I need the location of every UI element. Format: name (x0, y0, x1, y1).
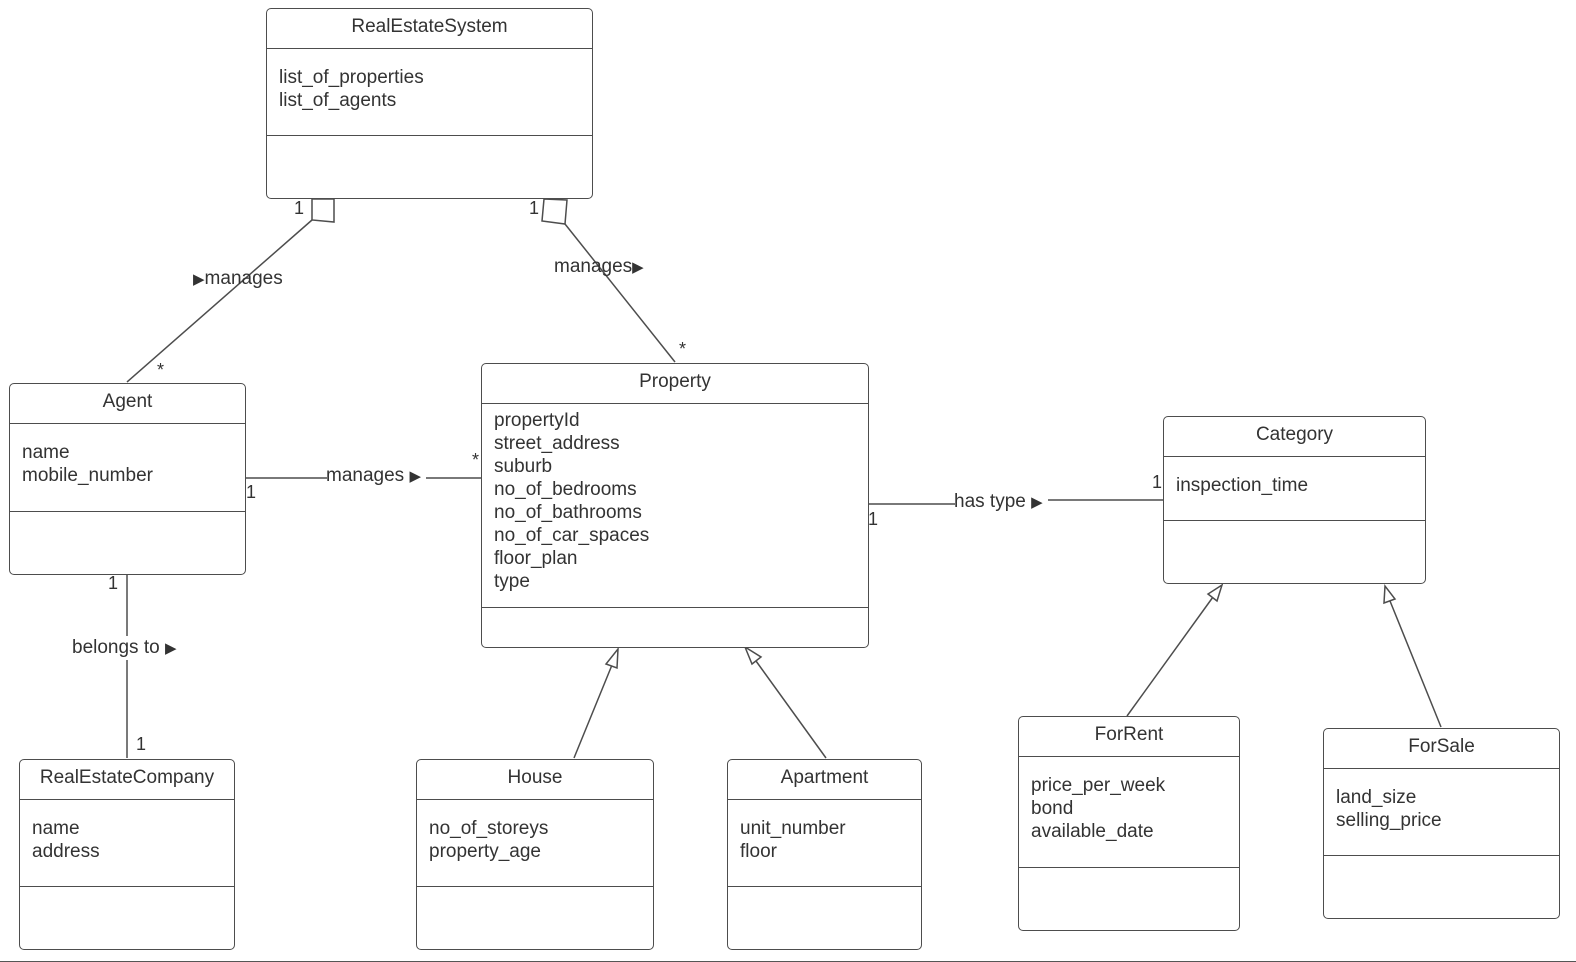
class-attributes: inspection_time (1164, 457, 1425, 521)
class-real-estate-system[interactable]: RealEstateSystem list_of_properties list… (266, 8, 593, 199)
aggregation-diamond-agent (311, 198, 335, 223)
class-attributes: price_per_week bond available_date (1019, 757, 1239, 868)
class-name: Apartment (728, 760, 921, 800)
multiplicity: 1 (868, 509, 879, 529)
attribute: floor (740, 841, 777, 862)
class-attributes: propertyId street_address suburb no_of_b… (482, 404, 868, 608)
attribute: street_address (494, 433, 620, 454)
generalization-line-house (573, 664, 613, 759)
class-attributes: land_size selling_price (1324, 769, 1559, 856)
assoc-line-system-agent (126, 219, 313, 383)
attribute: inspection_time (1176, 475, 1309, 496)
class-house[interactable]: House no_of_storeys property_age (416, 759, 654, 950)
class-attributes: name mobile_number (10, 424, 245, 512)
attribute: selling_price (1336, 810, 1442, 831)
attribute: price_per_week (1031, 775, 1166, 796)
class-name: Property (482, 364, 868, 404)
generalization-arrow-apartment (743, 645, 763, 666)
direction-arrow-icon: ▶ (409, 468, 421, 485)
attribute: address (32, 841, 100, 862)
multiplicity: 1 (136, 734, 147, 754)
direction-arrow-icon: ▶ (193, 271, 205, 288)
class-attributes: unit_number floor (728, 800, 921, 887)
attribute: propertyId (494, 410, 580, 431)
multiplicity: * (679, 339, 687, 359)
attribute: floor_plan (494, 548, 578, 569)
class-category[interactable]: Category inspection_time (1163, 416, 1426, 584)
assoc-label-agent-property: manages ▶ (326, 465, 421, 488)
attribute: type (494, 571, 530, 592)
class-attributes: list_of_properties list_of_agents (267, 49, 592, 136)
class-name: ForSale (1324, 729, 1559, 769)
attribute: no_of_bedrooms (494, 479, 637, 500)
class-for-rent[interactable]: ForRent price_per_week bond available_da… (1018, 716, 1240, 931)
assoc-label-agent-company: belongs to ▶ (72, 637, 177, 660)
attribute: list_of_agents (279, 90, 397, 111)
assoc-line-system-property (564, 223, 676, 363)
attribute: no_of_bathrooms (494, 502, 642, 523)
generalization-line-forsale (1389, 600, 1442, 728)
class-for-sale[interactable]: ForSale land_size selling_price (1323, 728, 1560, 919)
multiplicity: 1 (529, 198, 540, 218)
assoc-label-text: manages (326, 465, 405, 486)
generalization-arrow-house (604, 646, 619, 670)
generalization-arrow-forrent (1206, 583, 1224, 603)
multiplicity: * (157, 360, 165, 380)
aggregation-diamond-property (541, 198, 568, 225)
direction-arrow-icon: ▶ (164, 640, 177, 657)
class-attributes: name address (20, 800, 234, 887)
attribute: list_of_properties (279, 67, 424, 88)
assoc-label-system-property: manages▶ (554, 256, 644, 279)
assoc-label-text: manages (204, 268, 283, 289)
class-apartment[interactable]: Apartment unit_number floor (727, 759, 922, 950)
multiplicity: 1 (294, 198, 305, 218)
class-name: Agent (10, 384, 245, 424)
attribute: bond (1031, 798, 1074, 819)
assoc-label-property-category: has type ▶ (954, 491, 1043, 514)
assoc-label-text: belongs to (72, 637, 160, 658)
class-name: Category (1164, 417, 1425, 457)
assoc-label-text: has type (954, 491, 1026, 512)
attribute: suburb (494, 456, 553, 477)
attribute: unit_number (740, 818, 846, 839)
multiplicity: 1 (246, 482, 257, 502)
class-real-estate-company[interactable]: RealEstateCompany name address (19, 759, 235, 950)
class-attributes: no_of_storeys property_age (417, 800, 653, 887)
attribute: property_age (429, 841, 541, 862)
attribute: name (22, 442, 70, 463)
class-name: RealEstateSystem (267, 9, 592, 49)
multiplicity: * (472, 450, 480, 470)
class-name: ForRent (1019, 717, 1239, 757)
direction-arrow-icon: ▶ (1031, 494, 1043, 511)
attribute: land_size (1336, 787, 1417, 808)
attribute: no_of_car_spaces (494, 525, 650, 546)
class-property[interactable]: Property propertyId street_address subur… (481, 363, 869, 648)
generalization-line-forrent (1126, 596, 1214, 717)
attribute: available_date (1031, 821, 1154, 842)
generalization-line-apartment (755, 660, 827, 759)
multiplicity: 1 (1152, 472, 1163, 492)
attribute: name (32, 818, 80, 839)
class-name: House (417, 760, 653, 800)
assoc-label-system-agent: ▶manages (193, 268, 283, 291)
generalization-arrow-forsale (1383, 583, 1397, 605)
direction-arrow-icon: ▶ (632, 259, 644, 276)
class-agent[interactable]: Agent name mobile_number (9, 383, 246, 575)
attribute: mobile_number (22, 465, 153, 486)
attribute: no_of_storeys (429, 818, 549, 839)
assoc-label-text: manages (554, 256, 633, 277)
multiplicity: 1 (108, 573, 119, 593)
class-name: RealEstateCompany (20, 760, 234, 800)
